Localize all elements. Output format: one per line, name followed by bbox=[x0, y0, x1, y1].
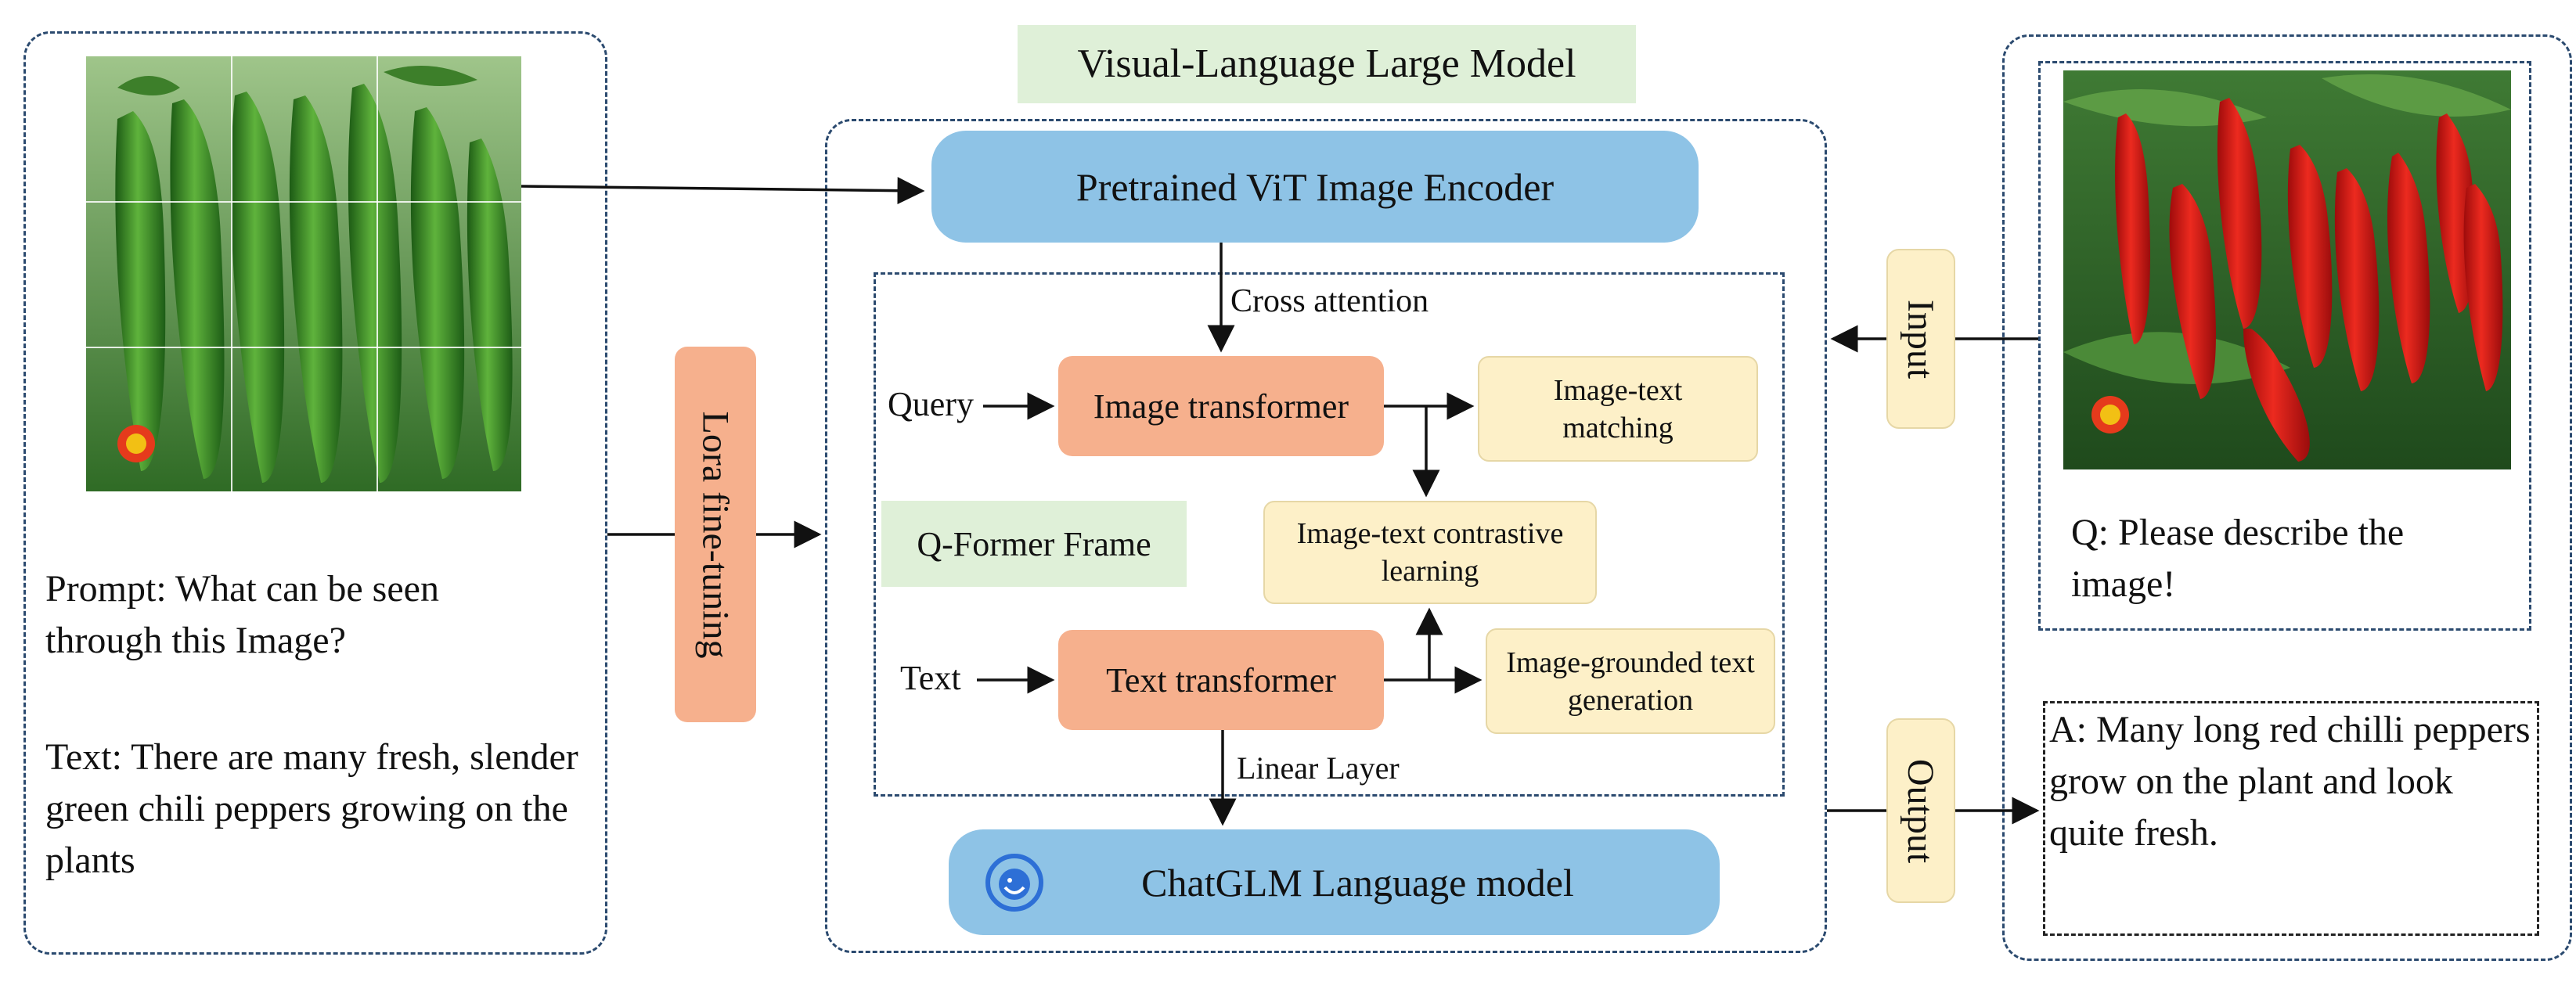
caption-text: Text: There are many fresh, slender gree… bbox=[45, 736, 578, 881]
prompt-text: Prompt: What can be seen through this Im… bbox=[45, 568, 439, 661]
text-transformer: Text transformer bbox=[1058, 630, 1384, 730]
red-chili-image bbox=[2063, 70, 2511, 469]
question-frame bbox=[2038, 61, 2531, 631]
qformer-frame bbox=[874, 272, 1785, 797]
lora-finetuning-box: Lora fine-tuning bbox=[675, 347, 756, 722]
output-box: Output bbox=[1886, 718, 1955, 903]
right-panel bbox=[2002, 34, 2572, 961]
question-text: Q: Please describe the image! bbox=[2071, 512, 2405, 605]
model-frame bbox=[825, 119, 1827, 953]
chatglm-model: ChatGLM Language model bbox=[949, 829, 1720, 935]
contrastive-learning: Image-text contrastive learning bbox=[1263, 501, 1597, 604]
answer-text: A: Many long red chilli peppers grow on … bbox=[2049, 709, 2531, 854]
model-title: Visual-Language Large Model bbox=[1018, 25, 1636, 103]
qformer-label: Q-Former Frame bbox=[881, 501, 1187, 587]
answer-frame bbox=[2043, 701, 2539, 936]
linear-layer-label: Linear Layer bbox=[1237, 750, 1400, 786]
image-text-matching: Image-text matching bbox=[1478, 356, 1758, 462]
left-panel bbox=[23, 31, 607, 955]
query-label: Query bbox=[888, 385, 974, 423]
grounded-generation: Image-grounded text generation bbox=[1486, 628, 1775, 734]
cross-attention-label: Cross attention bbox=[1230, 283, 1429, 319]
image-transformer: Image transformer bbox=[1058, 356, 1384, 456]
vit-encoder: Pretrained ViT Image Encoder bbox=[931, 131, 1699, 243]
text-label: Text bbox=[900, 659, 961, 697]
green-chili-image bbox=[86, 56, 521, 491]
arrow-image-to-vit bbox=[521, 177, 925, 205]
input-box: Input bbox=[1886, 249, 1955, 429]
chatglm-logo-icon bbox=[985, 853, 1044, 912]
